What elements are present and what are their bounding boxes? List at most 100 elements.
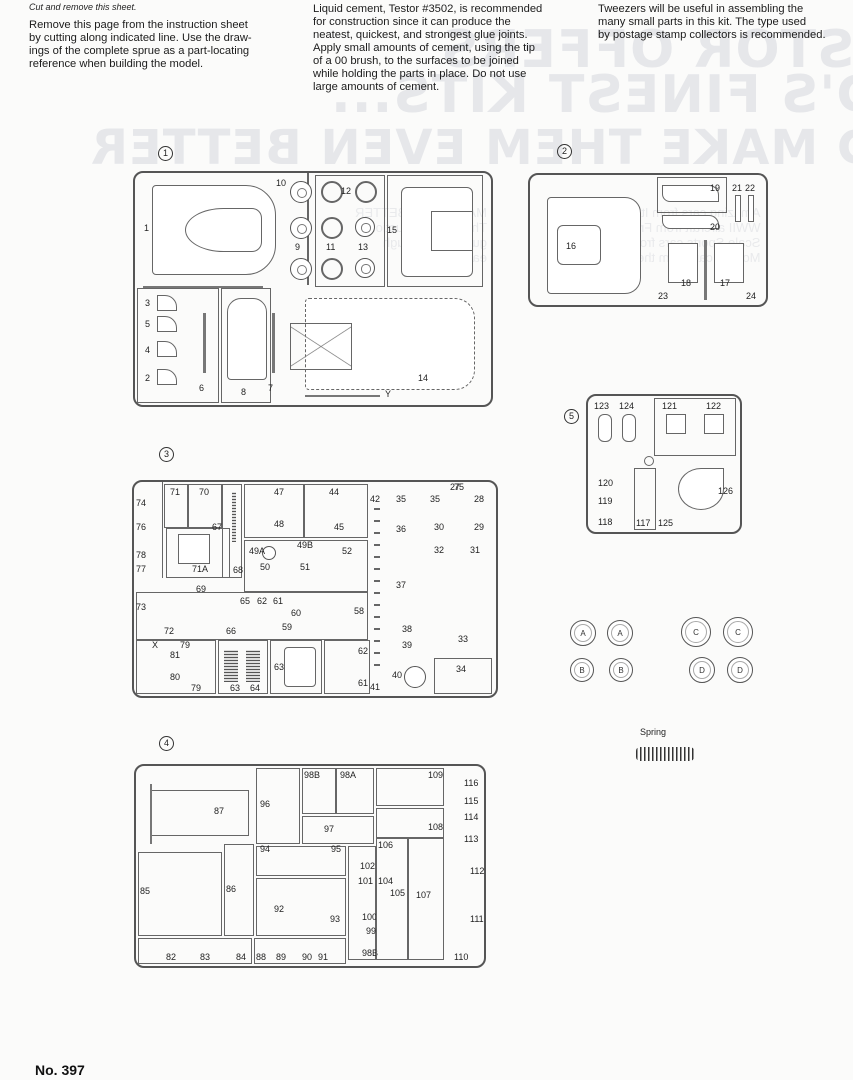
text-line: Apply small amounts of cement, using the… bbox=[313, 42, 535, 54]
part-label: 119 bbox=[598, 496, 613, 506]
disc-a: A bbox=[570, 620, 596, 646]
disc-d: D bbox=[727, 657, 753, 683]
part-label: 52 bbox=[342, 546, 353, 556]
part-label: 49A bbox=[249, 546, 266, 556]
disc-b: B bbox=[570, 658, 594, 682]
part-label: 94 bbox=[260, 844, 271, 854]
part-label: 8 bbox=[241, 387, 247, 397]
disc-c: C bbox=[723, 617, 753, 647]
part-label: 108 bbox=[428, 822, 444, 832]
part-label: 59 bbox=[282, 622, 293, 632]
part-122-mirror bbox=[704, 414, 724, 434]
part-13-wheel bbox=[355, 258, 375, 278]
sprue-4-cell bbox=[256, 878, 346, 936]
part-label: 18 bbox=[681, 278, 692, 288]
part-11-tire bbox=[321, 258, 343, 280]
sprue-3-cell bbox=[434, 658, 492, 694]
part-label: 105 bbox=[390, 888, 406, 898]
sprue-4-cell bbox=[376, 808, 444, 838]
part-label: 74 bbox=[136, 498, 147, 508]
sprue-3-cell bbox=[244, 484, 304, 538]
sprue-1-part8-cell bbox=[221, 288, 271, 403]
disc-a: A bbox=[607, 620, 633, 646]
part-label: 118 bbox=[598, 517, 613, 527]
text-line: ings of the complete sprue as a part-loc… bbox=[29, 45, 250, 57]
part-label: 88 bbox=[256, 952, 267, 962]
part-label: 40 bbox=[392, 670, 403, 680]
part-label: 45 bbox=[334, 522, 345, 532]
part-label: 27 bbox=[450, 482, 461, 492]
part-label: 98A bbox=[340, 770, 357, 780]
part-label: 30 bbox=[434, 522, 445, 532]
part-label: Y bbox=[385, 389, 392, 399]
runner bbox=[704, 240, 707, 300]
cut-note: Cut and remove this sheet. bbox=[29, 2, 137, 12]
part-19-spoiler bbox=[662, 185, 719, 202]
part-label: 117 bbox=[636, 518, 651, 528]
part-label: 80 bbox=[170, 672, 181, 682]
part-label: 84 bbox=[236, 952, 247, 962]
text-line: of a 00 brush, to the surfaces to be joi… bbox=[313, 55, 519, 67]
part-label: 98B bbox=[304, 770, 321, 780]
sprue-3-cell bbox=[136, 640, 216, 694]
part-label: 47 bbox=[274, 487, 285, 497]
part-label: 75 bbox=[454, 482, 465, 492]
part-label: 86 bbox=[226, 884, 237, 894]
sprue-number-2: 2 bbox=[557, 144, 572, 159]
part-label: 51 bbox=[300, 562, 311, 572]
part-label: 100 bbox=[362, 912, 378, 922]
part-label: 11 bbox=[326, 242, 336, 252]
part-label: 98B bbox=[362, 948, 379, 958]
part-label: 63 bbox=[274, 662, 285, 672]
sprue-3-cell bbox=[134, 482, 163, 578]
part-label: 17 bbox=[720, 278, 731, 288]
part-label: 20 bbox=[710, 222, 721, 232]
part-1-cockpit bbox=[185, 208, 262, 252]
part-87-frame bbox=[150, 784, 152, 844]
sprue-4-cell bbox=[376, 838, 408, 960]
sprue-number-1: 1 bbox=[158, 146, 173, 161]
part-42-clips bbox=[374, 506, 380, 666]
part-2-fender bbox=[157, 369, 177, 385]
part-label: 95 bbox=[331, 844, 342, 854]
sprue-3-cell bbox=[166, 528, 230, 578]
sprue-3-cell bbox=[324, 640, 370, 694]
part-label: 97 bbox=[324, 824, 335, 834]
text-line: by cutting along indicated line. Use the… bbox=[29, 32, 252, 44]
part-label: 14 bbox=[418, 373, 429, 383]
part-label: 82 bbox=[166, 952, 177, 962]
part-4-fender bbox=[157, 341, 177, 357]
sprue-4-cell bbox=[376, 768, 444, 806]
sprue-3-cell bbox=[222, 484, 242, 578]
part-label: 37 bbox=[396, 580, 407, 590]
part-label: 101 bbox=[358, 876, 374, 886]
instruction-column-2: Liquid cement, Testor #3502, is recommen… bbox=[313, 3, 588, 94]
part-20-spoiler bbox=[662, 215, 719, 229]
part-label: 125 bbox=[658, 518, 674, 528]
part-label: 124 bbox=[619, 401, 635, 411]
part-label: X bbox=[152, 640, 159, 650]
sprue-1-panel-cell bbox=[387, 175, 483, 287]
part-label: 24 bbox=[746, 291, 757, 301]
part-58-panel bbox=[284, 647, 316, 687]
runner bbox=[143, 286, 263, 288]
part-label: 120 bbox=[598, 478, 614, 488]
part-label: 23 bbox=[658, 291, 669, 301]
part-label: 9 bbox=[295, 242, 301, 252]
part-3-fender bbox=[157, 295, 177, 311]
part-18-seat bbox=[668, 243, 698, 283]
sprue-3-cell bbox=[188, 484, 222, 528]
sprue-3-cell bbox=[270, 640, 322, 694]
part-label: 44 bbox=[329, 487, 340, 497]
sprue-3-cell bbox=[136, 592, 368, 640]
sprue-2: 16 19 20 21 22 18 17 23 24 bbox=[528, 173, 768, 307]
part-label: 102 bbox=[360, 861, 376, 871]
part-66-panel bbox=[178, 534, 210, 564]
part-label: 34 bbox=[456, 664, 467, 674]
part-label: 72 bbox=[164, 626, 175, 636]
part-label: 61 bbox=[358, 678, 369, 688]
part-label: 32 bbox=[434, 545, 445, 555]
sprue-4-cell bbox=[254, 938, 346, 964]
part-6-rod bbox=[203, 313, 206, 373]
part-15-inset bbox=[431, 211, 472, 251]
